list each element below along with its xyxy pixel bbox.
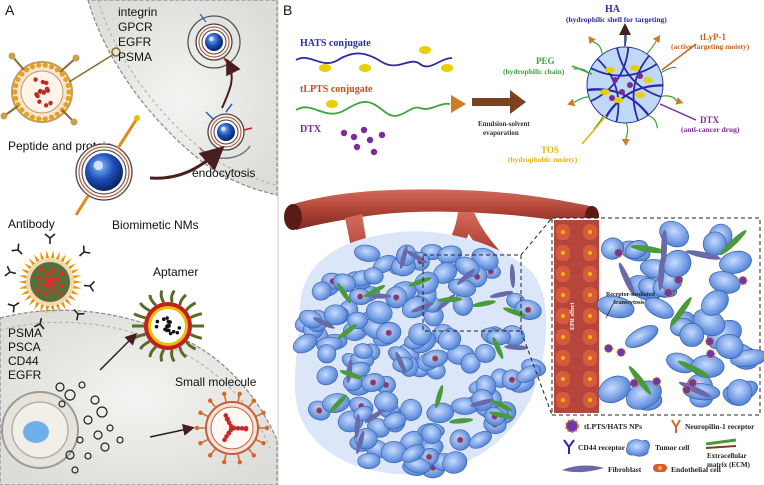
tlpts-chain <box>295 101 451 117</box>
panel-a-letter: A <box>5 2 15 18</box>
biomimetic-label: Biomimetic NMs <box>112 218 199 232</box>
endocytosis-label: endocytosis <box>192 166 255 180</box>
tos-label: TOS <box>541 145 559 155</box>
receptor-item: EGFR <box>8 368 42 382</box>
aptamer-label: Aptamer <box>153 265 198 279</box>
antibody-nanoparticle <box>4 233 96 330</box>
tlyp-triangle <box>451 95 466 113</box>
small-molecule-label: Small molecule <box>175 375 257 389</box>
peptide-nanoparticle <box>0 47 121 126</box>
legend-item-cd44: CD44 receptor <box>563 439 626 454</box>
svg-text:Extracellular: Extracellular <box>707 452 747 460</box>
antibody-label: Antibody <box>8 217 55 231</box>
dtx-label: DTX <box>300 124 322 135</box>
transcytosis-label-1: Receptor-mediated <box>606 292 655 298</box>
nucleus <box>1 391 79 469</box>
hats-label: HATS conjugate <box>300 38 371 49</box>
svg-text:CD44 receptor: CD44 receptor <box>578 443 626 452</box>
panel-b: B HATS conjugate tLPTS conjugate DTX Emu… <box>283 2 764 479</box>
internalized-nanoparticle <box>187 13 241 69</box>
tos-sub: (hydrophobic moiety) <box>508 155 578 164</box>
membrane-nanoparticle <box>199 103 253 159</box>
peg-label: PEG <box>536 56 555 66</box>
svg-text:Tumor cell: Tumor cell <box>655 443 689 452</box>
process-arrow <box>472 90 526 114</box>
receptor-item: CD44 <box>8 354 39 368</box>
ha-label: HA <box>605 4 621 15</box>
legend-item-endothelial: Endothelial cell <box>653 464 721 474</box>
legend-item-nps: tLPTS/HATS NPs <box>565 419 642 433</box>
dtx-molecules <box>340 126 386 156</box>
svg-text:matrix (ECM): matrix (ECM) <box>707 461 751 469</box>
receptor-item: PSMA <box>8 326 42 340</box>
target-item: GPCR <box>118 20 153 34</box>
legend: tLPTS/HATS NPs Neuropilin-1 receptor CD4… <box>562 419 755 474</box>
zoom-source-box <box>422 254 522 332</box>
svg-text:Fibroblast: Fibroblast <box>608 465 642 474</box>
tumor-mass <box>292 231 547 479</box>
target-item: integrin <box>118 5 157 19</box>
hats-chain <box>295 52 453 68</box>
process-label-2: evaporation <box>483 129 519 137</box>
tlyp-sub: (active targeting moiety) <box>671 42 750 51</box>
legend-item-fibroblast: Fibroblast <box>562 465 642 474</box>
svg-text:tLPTS/HATS NPs: tLPTS/HATS NPs <box>584 422 642 431</box>
legend-item-neuropilin: Neuropilin-1 receptor <box>671 419 755 433</box>
biomimetic-nanoparticle <box>74 115 140 216</box>
ha-sub: (hydrophilic shell for targeting) <box>566 15 667 24</box>
legend-item-tumor: Tumor cell <box>626 439 689 457</box>
panel-a: A Peptide and protein integrinGPCREGFRPS… <box>0 0 278 485</box>
zoom-detail: EPR effect Receptor-mediated transcytosis <box>554 220 764 413</box>
svg-text:Endothelial cell: Endothelial cell <box>671 465 721 474</box>
small-molecule-nanoparticle <box>194 391 270 465</box>
assembled-nanoparticle <box>567 23 697 146</box>
vesicles <box>55 381 124 474</box>
receptor-arrow-aptamer <box>99 332 138 371</box>
aptamer-nanoparticle <box>132 289 204 363</box>
panel-b-letter: B <box>283 2 292 18</box>
peg-sub: (hydrophilic chain) <box>503 67 565 76</box>
tlpts-label: tLPTS conjugate <box>300 84 373 95</box>
process-label-1: Emulsion-solvent <box>478 120 530 128</box>
target-item: EGFR <box>118 35 152 49</box>
tlyp-label: tLyP-1 <box>700 32 726 42</box>
endocytosis-arrow <box>149 145 225 180</box>
target-item: PSMA <box>118 50 152 64</box>
dtx-np-label: DTX <box>700 115 720 125</box>
transcytosis-label-2: transcytosis <box>614 300 645 306</box>
dtx-np-sub: (anti-cancer drug) <box>681 125 740 134</box>
receptor-item: PSCA <box>8 340 41 354</box>
internalization-arrow <box>221 58 241 109</box>
epr-label: EPR effect <box>570 303 576 330</box>
receptor-arrow-small <box>149 424 195 438</box>
legend-item-ecm: Extracellular matrix (ECM) <box>705 438 751 469</box>
peptide-label: Peptide and protein <box>8 139 112 153</box>
svg-text:Neuropilin-1 receptor: Neuropilin-1 receptor <box>685 422 755 431</box>
